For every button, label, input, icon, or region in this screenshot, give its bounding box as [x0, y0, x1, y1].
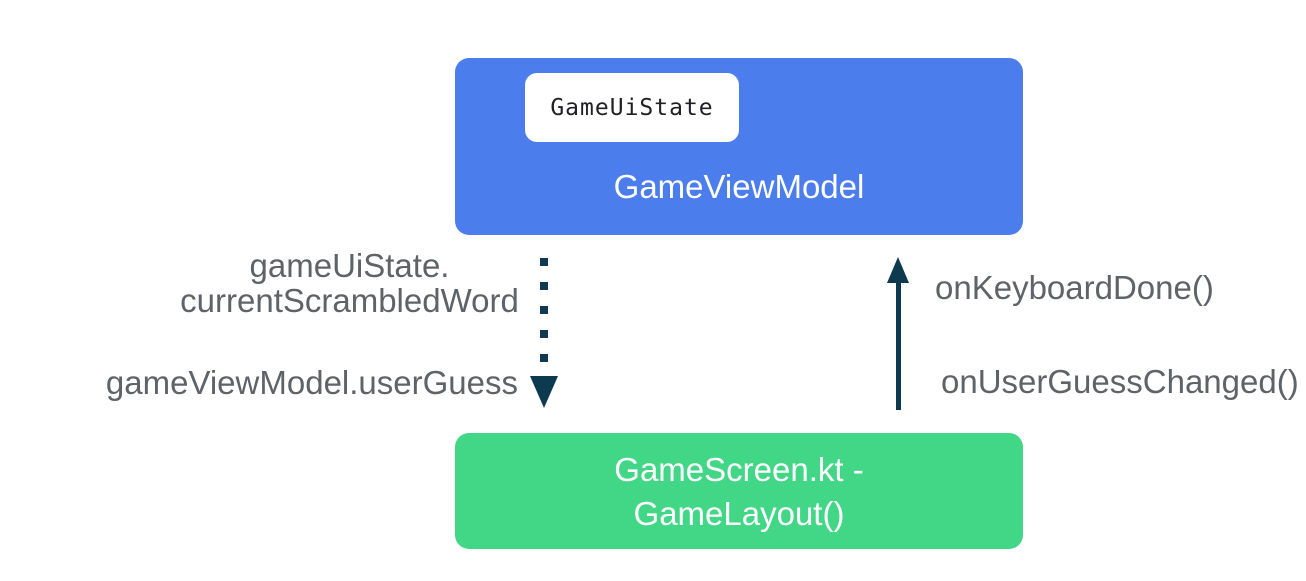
state-flow-label: gameUiState. currentScrambledWord [79, 248, 620, 318]
on-keyboard-done-label: onKeyboardDone() [935, 269, 1214, 306]
gameviewmodel-label: GameViewModel [613, 168, 865, 205]
user-guess-label: gameViewModel.userGuess [105, 364, 518, 401]
arrow-dot [540, 306, 548, 314]
gamescreen-label-line1: GameScreen.kt - [614, 451, 864, 488]
on-user-guess-changed-label: onUserGuessChanged() [941, 363, 1299, 400]
gameuistate-label: GameUiState [550, 94, 714, 121]
arrowhead-up-icon [887, 257, 909, 283]
gamescreen-label: GameScreen.kt - GameLayout() [455, 448, 1023, 536]
gamescreen-box: GameScreen.kt - GameLayout() [455, 433, 1023, 549]
arrow-dot [540, 258, 548, 266]
gameviewmodel-box: GameUiState GameViewModel [455, 58, 1023, 235]
state-flow-label-line2: currentScrambledWord [180, 282, 519, 319]
arrow-dot [540, 330, 548, 338]
arrow-dot [540, 282, 548, 290]
gamescreen-label-line2: GameLayout() [633, 495, 845, 532]
state-down-arrow [530, 258, 558, 408]
arrow-shaft [896, 278, 901, 410]
arrow-dot [540, 354, 548, 362]
gameuistate-chip: GameUiState [525, 73, 739, 142]
state-flow-label-line1: gameUiState. [249, 247, 450, 284]
events-up-arrow [887, 257, 909, 410]
arrowhead-down-icon [530, 376, 558, 408]
